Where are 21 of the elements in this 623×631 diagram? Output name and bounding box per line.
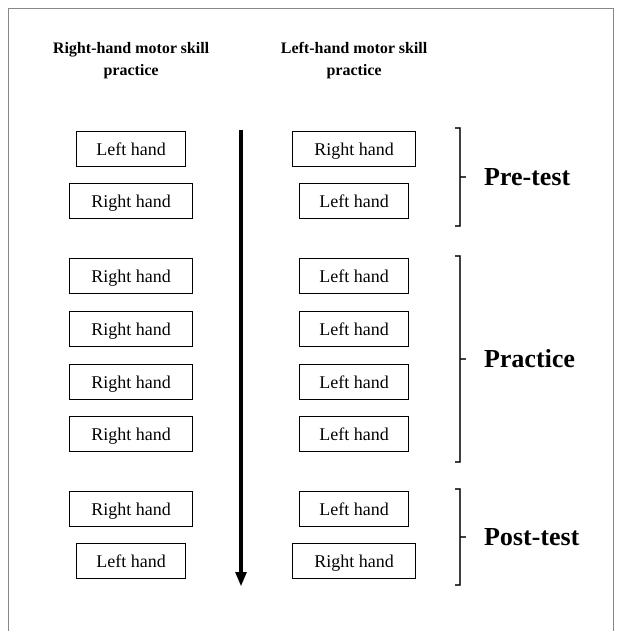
label-box: Left hand <box>299 364 409 400</box>
label-box: Left hand <box>76 543 186 579</box>
phase-label: Practice <box>484 343 576 375</box>
label-box: Left hand <box>299 416 409 452</box>
phase-label: Pre-test <box>484 161 572 193</box>
label-box: Right hand <box>69 258 193 294</box>
label-box: Right hand <box>69 364 193 400</box>
phase-label: Post-test <box>484 521 580 553</box>
label-box: Left hand <box>299 491 409 527</box>
label-box: Left hand <box>299 311 409 347</box>
label-box: Left hand <box>299 183 409 219</box>
label-box: Left hand <box>76 131 186 167</box>
label-box: Right hand <box>69 183 193 219</box>
label-box: Right hand <box>69 311 193 347</box>
column-heading: Right-hand motor skill practice <box>52 39 210 81</box>
label-box: Right hand <box>292 543 416 579</box>
column-heading: Left-hand motor skill practice <box>280 39 428 81</box>
label-box: Right hand <box>69 491 193 527</box>
label-box: Right hand <box>292 131 416 167</box>
label-box: Left hand <box>299 258 409 294</box>
label-box: Right hand <box>69 416 193 452</box>
